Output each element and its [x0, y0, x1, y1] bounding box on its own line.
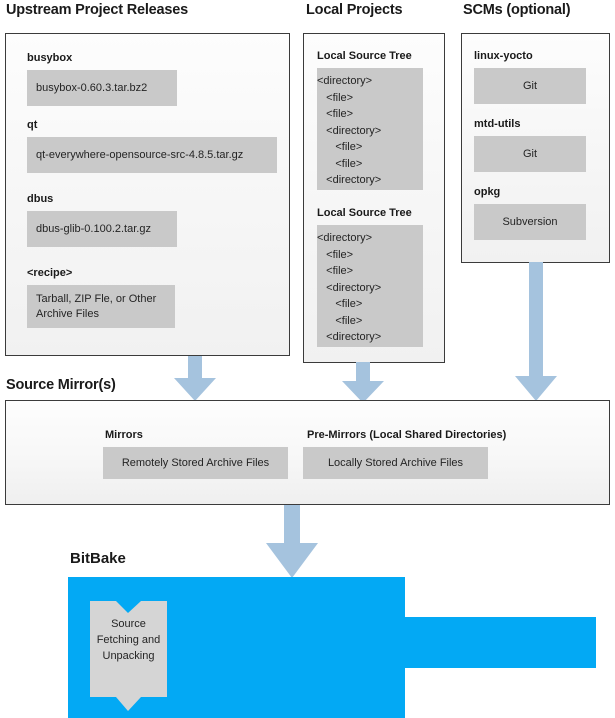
upstream-item-label-dbus: dbus [27, 193, 54, 205]
scm-item-label-mtd-utils: mtd-utils [474, 118, 521, 130]
source-fetching-task-box [90, 601, 167, 697]
local-source-tree-2: <directory> <file> <file> <directory> <f… [317, 225, 423, 347]
upstream-item-label-busybox: busybox [27, 52, 73, 64]
bitbake-block [68, 577, 596, 718]
scm-item-label-linux-yocto: linux-yocto [474, 50, 533, 62]
tree-line: <directory> [317, 281, 382, 294]
recipe-value-line-1: Tarball, ZIP Fle, or [36, 293, 126, 305]
mirrors-group-value: Remotely Stored Archive Files [103, 447, 288, 479]
tree-line: <file> [317, 265, 354, 277]
tree-line: <directory> [317, 331, 382, 343]
local-projects-column-title: Local Projects [306, 2, 403, 18]
source-mirrors-title: Source Mirror(s) [6, 377, 116, 393]
task-label-line-2: Fetching and [96, 634, 161, 646]
tree-line: <directory> [317, 124, 382, 137]
source-fetching-task-notch [116, 697, 141, 711]
pre-mirrors-group-value: Locally Stored Archive Files [303, 447, 488, 479]
upstream-item-label-recipe: <recipe> [27, 267, 73, 279]
tree-line: <directory> [317, 232, 373, 244]
scms-column-title: SCMs (optional) [463, 2, 571, 18]
arrow-local-to-mirror [342, 362, 384, 403]
source-fetching-task-label: Source Fetching and Unpacking [90, 616, 167, 686]
tree-line: <file> [317, 298, 363, 310]
upstream-column-title: Upstream Project Releases [6, 2, 188, 18]
recipe-value-line-2: Other Archive Files [36, 293, 157, 320]
mirrors-group-label: Mirrors [105, 429, 143, 441]
arrow-mirror-to-bitbake [266, 505, 318, 578]
tree-line: <file> [317, 91, 354, 104]
upstream-item-value-qt: qt-everywhere-opensource-src-4.8.5.tar.g… [27, 137, 277, 173]
pre-mirrors-group-label: Pre-Mirrors (Local Shared Directories) [307, 429, 507, 441]
scm-item-label-opkg: opkg [474, 186, 501, 198]
scm-item-value-mtd-utils: Git [474, 136, 586, 172]
upstream-item-value-dbus: dbus-glib-0.100.2.tar.gz [27, 211, 177, 247]
scm-item-value-linux-yocto: Git [474, 68, 586, 104]
task-label-line-1: Source [111, 618, 146, 630]
tree-line: <directory> [317, 75, 373, 87]
local-tree-label-2: Local Source Tree [317, 207, 412, 219]
tree-line: <file> [317, 141, 363, 153]
arrow-upstream-to-mirror [174, 356, 216, 401]
local-source-tree-1: <directory> <file> <file> <directory> <f… [317, 68, 423, 190]
tree-line: <file> [317, 248, 354, 261]
upstream-item-value-busybox: busybox-0.60.3.tar.bz2 [27, 70, 177, 106]
tree-line: <directory> [317, 174, 382, 186]
local-tree-label-1: Local Source Tree [317, 50, 412, 62]
upstream-item-value-recipe: Tarball, ZIP Fle, or Other Archive Files [27, 285, 175, 328]
scm-item-value-opkg: Subversion [474, 204, 586, 240]
tree-line: <file> [317, 157, 363, 170]
tree-line: <file> [317, 108, 354, 120]
task-label-line-3: Unpacking [102, 650, 155, 662]
tree-line: <file> [317, 314, 363, 327]
upstream-item-label-qt: qt [27, 119, 38, 131]
arrow-scms-to-mirror [515, 262, 557, 401]
bitbake-title: BitBake [70, 550, 126, 567]
